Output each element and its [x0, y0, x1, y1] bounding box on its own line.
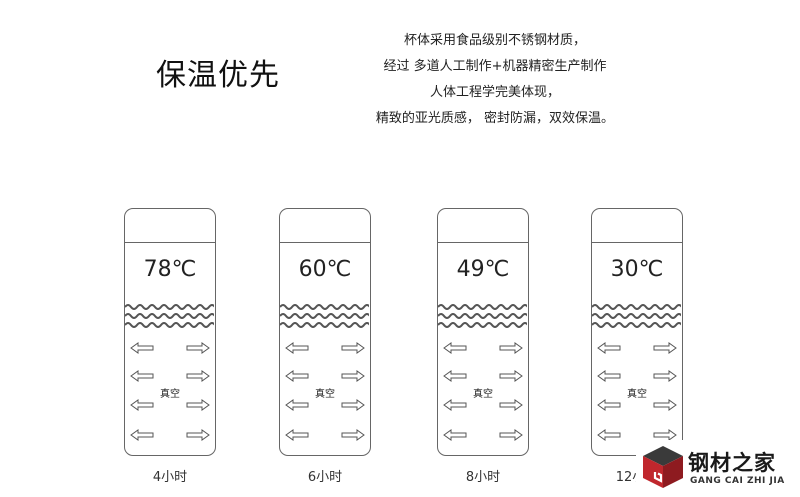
vacuum-arrows-icon: [285, 342, 365, 441]
duration-label: 8小时: [465, 470, 501, 485]
arrow-icon: [499, 342, 523, 354]
arrow-icon: [130, 399, 154, 411]
liquid-waves-icon: [280, 304, 369, 328]
duration-label: 6小时: [307, 470, 343, 485]
bottle-diagram: 60℃ 真空: [279, 208, 371, 456]
vacuum-arrows-icon: [597, 342, 677, 441]
arrow-icon: [341, 429, 365, 441]
arrow-icon: [597, 399, 621, 411]
arrow-icon: [285, 429, 309, 441]
arrow-icon: [443, 342, 467, 354]
page-title: 保温优先: [156, 58, 280, 93]
arrow-icon: [130, 370, 154, 382]
temperature-label: 60℃: [298, 257, 352, 282]
arrow-icon: [499, 370, 523, 382]
vacuum-label: 真空: [473, 389, 493, 400]
vacuum-label: 真空: [315, 389, 335, 400]
cube-logo-icon: [643, 446, 683, 488]
arrow-icon: [597, 429, 621, 441]
logo-name-en: GANG CAI ZHI JIA: [690, 476, 785, 486]
bottle-cap: [280, 209, 370, 243]
vacuum-arrows-icon: [443, 342, 523, 441]
bottle-cap: [438, 209, 528, 243]
arrow-icon: [443, 429, 467, 441]
liquid-waves-icon: [592, 304, 681, 328]
liquid-waves-icon: [438, 304, 527, 328]
temperature-label: 49℃: [456, 257, 510, 282]
vacuum-label: 真空: [627, 389, 647, 400]
arrow-icon: [653, 429, 677, 441]
arrow-icon: [186, 370, 210, 382]
bottle-cap: [592, 209, 682, 243]
arrow-icon: [186, 429, 210, 441]
arrow-icon: [285, 370, 309, 382]
arrow-icon: [341, 399, 365, 411]
arrow-icon: [186, 342, 210, 354]
description-line: 经过 多道人工制作+机器精密生产制作: [383, 59, 607, 74]
description-line: 杯体采用食品级别不锈钢材质，: [403, 33, 586, 48]
duration-label: 4小时: [152, 470, 188, 485]
bottle-diagram: 78℃ 真空: [124, 208, 216, 456]
arrow-icon: [341, 370, 365, 382]
arrow-icon: [443, 370, 467, 382]
arrow-icon: [499, 429, 523, 441]
temperature-label: 30℃: [610, 257, 664, 282]
bottle-diagram: 30℃ 真空: [591, 208, 683, 456]
arrow-icon: [653, 342, 677, 354]
temperature-label: 78℃: [143, 257, 197, 282]
bottle-diagram: 49℃ 真空: [437, 208, 529, 456]
arrow-icon: [130, 342, 154, 354]
arrow-icon: [653, 370, 677, 382]
vacuum-arrows-icon: [130, 342, 210, 441]
arrow-icon: [597, 370, 621, 382]
liquid-waves-icon: [125, 304, 214, 328]
arrow-icon: [186, 399, 210, 411]
description-line: 精致的亚光质感， 密封防漏，双效保温。: [375, 111, 615, 126]
vacuum-label: 真空: [160, 389, 180, 400]
arrow-icon: [130, 429, 154, 441]
bottle-cap: [125, 209, 215, 243]
arrow-icon: [285, 399, 309, 411]
arrow-icon: [653, 399, 677, 411]
description-line: 人体工程学完美体现，: [429, 85, 560, 100]
arrow-icon: [341, 342, 365, 354]
logo-name-cn: 钢材之家: [688, 451, 776, 475]
arrow-icon: [443, 399, 467, 411]
arrow-icon: [499, 399, 523, 411]
watermark-logo: 钢材之家 GANG CAI ZHI JIA: [636, 440, 800, 497]
arrow-icon: [285, 342, 309, 354]
arrow-icon: [597, 342, 621, 354]
product-description: 杯体采用食品级别不锈钢材质， 经过 多道人工制作+机器精密生产制作 人体工程学完…: [330, 28, 660, 132]
